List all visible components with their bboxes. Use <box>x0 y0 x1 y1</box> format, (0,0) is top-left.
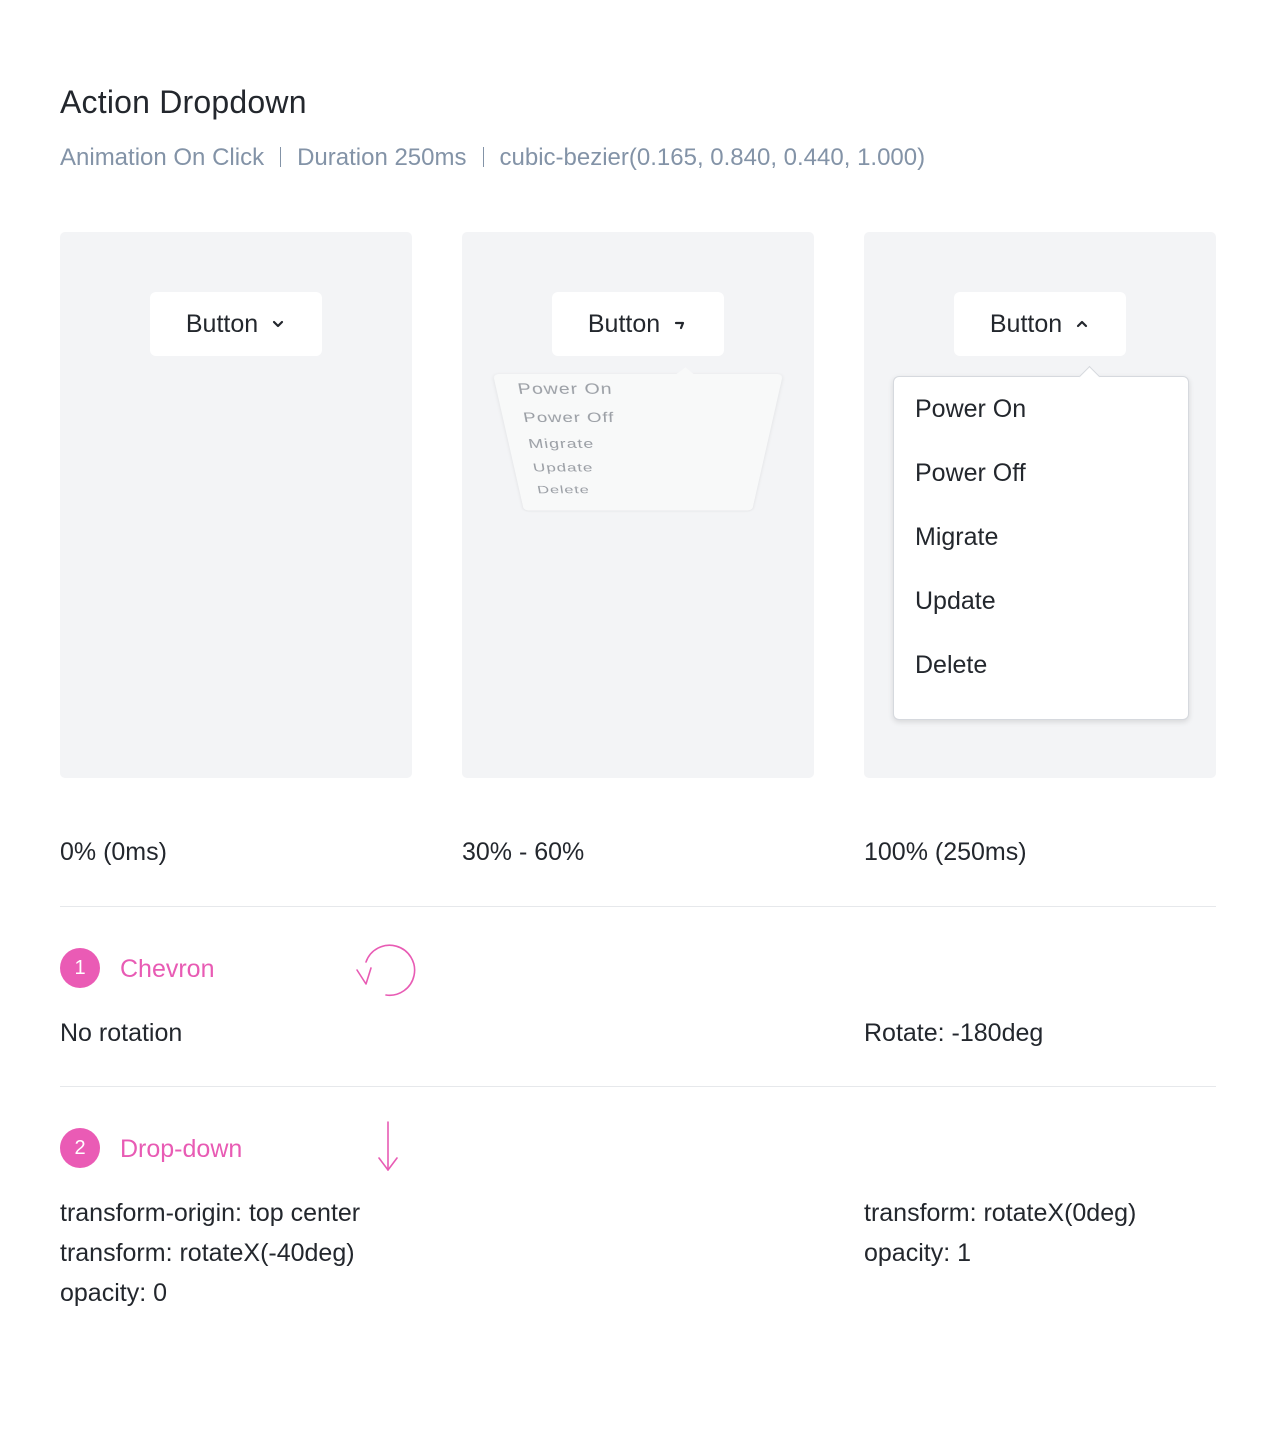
duration-text: Duration 250ms <box>297 144 467 171</box>
menu-item-power-off[interactable]: Power Off <box>915 458 1026 487</box>
button-label: Button <box>587 309 661 338</box>
step-badge: 1 <box>60 948 100 988</box>
menu-item-power-off: Power Off <box>521 410 615 426</box>
divider <box>60 1086 1216 1087</box>
frame-end-panel: Button Power On Power Off Migrate Update… <box>864 232 1216 778</box>
menu-item-delete: Delete <box>536 483 591 496</box>
start-opacity: opacity: 0 <box>60 1279 168 1307</box>
chevron-start-value: No rotation <box>60 1019 183 1047</box>
menu-item-power-on: Power On <box>516 380 613 398</box>
menu-item-migrate: Migrate <box>527 436 595 451</box>
end-opacity: opacity: 1 <box>864 1239 972 1267</box>
dropdown-button[interactable]: Button <box>954 292 1126 356</box>
frame-caption-start: 0% (0ms) <box>60 838 167 866</box>
section-title-dropdown: Drop-down <box>120 1135 243 1163</box>
page-title: Action Dropdown <box>60 84 307 120</box>
menu-item-power-on[interactable]: Power On <box>915 394 1027 423</box>
easing-text: cubic-bezier(0.165, 0.840, 0.440, 1.000) <box>499 144 926 171</box>
step-badge: 2 <box>60 1128 100 1168</box>
trigger-text: Animation On Click <box>60 144 265 171</box>
button-label: Button <box>989 309 1063 338</box>
menu-item-update[interactable]: Update <box>915 586 996 615</box>
section-title-chevron: Chevron <box>120 955 215 983</box>
animation-spec: Animation On Click Duration 250ms cubic-be… <box>60 144 925 172</box>
chevron-end-value: Rotate: -180deg <box>864 1019 1044 1047</box>
menu-item-delete[interactable]: Delete <box>915 650 988 679</box>
menu-item-migrate[interactable]: Migrate <box>915 522 999 551</box>
chevron-up-icon <box>1077 320 1088 328</box>
separator <box>280 147 282 167</box>
frame-caption-end: 100% (250ms) <box>864 838 1027 866</box>
dropdown-menu-animating: Power On Power Off Migrate Update Delete <box>493 367 783 574</box>
dropdown-button[interactable]: Button <box>552 292 724 356</box>
dropdown-button[interactable]: Button <box>150 292 322 356</box>
start-transform-origin: transform-origin: top center <box>60 1199 361 1227</box>
dropdown-menu: Power On Power Off Migrate Update Delete <box>893 365 1189 720</box>
frame-mid-panel: Button Power On Power Off Migrate Update… <box>462 232 814 778</box>
chevron-rotating-icon <box>675 321 685 330</box>
separator <box>482 147 484 167</box>
dropdown-end-values: transform: rotateX(0deg) opacity: 1 <box>864 1193 1136 1273</box>
start-transform: transform: rotateX(-40deg) <box>60 1239 355 1267</box>
chevron-down-icon <box>273 320 284 328</box>
arrow-down-icon <box>378 1121 398 1171</box>
dropdown-start-values: transform-origin: top center transform: … <box>60 1193 360 1313</box>
rotate-ccw-icon <box>356 944 416 997</box>
frame-caption-mid: 30% - 60% <box>462 838 585 866</box>
divider <box>60 906 1216 907</box>
frame-start-panel: Button <box>60 232 412 778</box>
end-transform: transform: rotateX(0deg) <box>864 1199 1137 1227</box>
button-label: Button <box>185 309 259 338</box>
menu-item-update: Update <box>531 461 594 475</box>
